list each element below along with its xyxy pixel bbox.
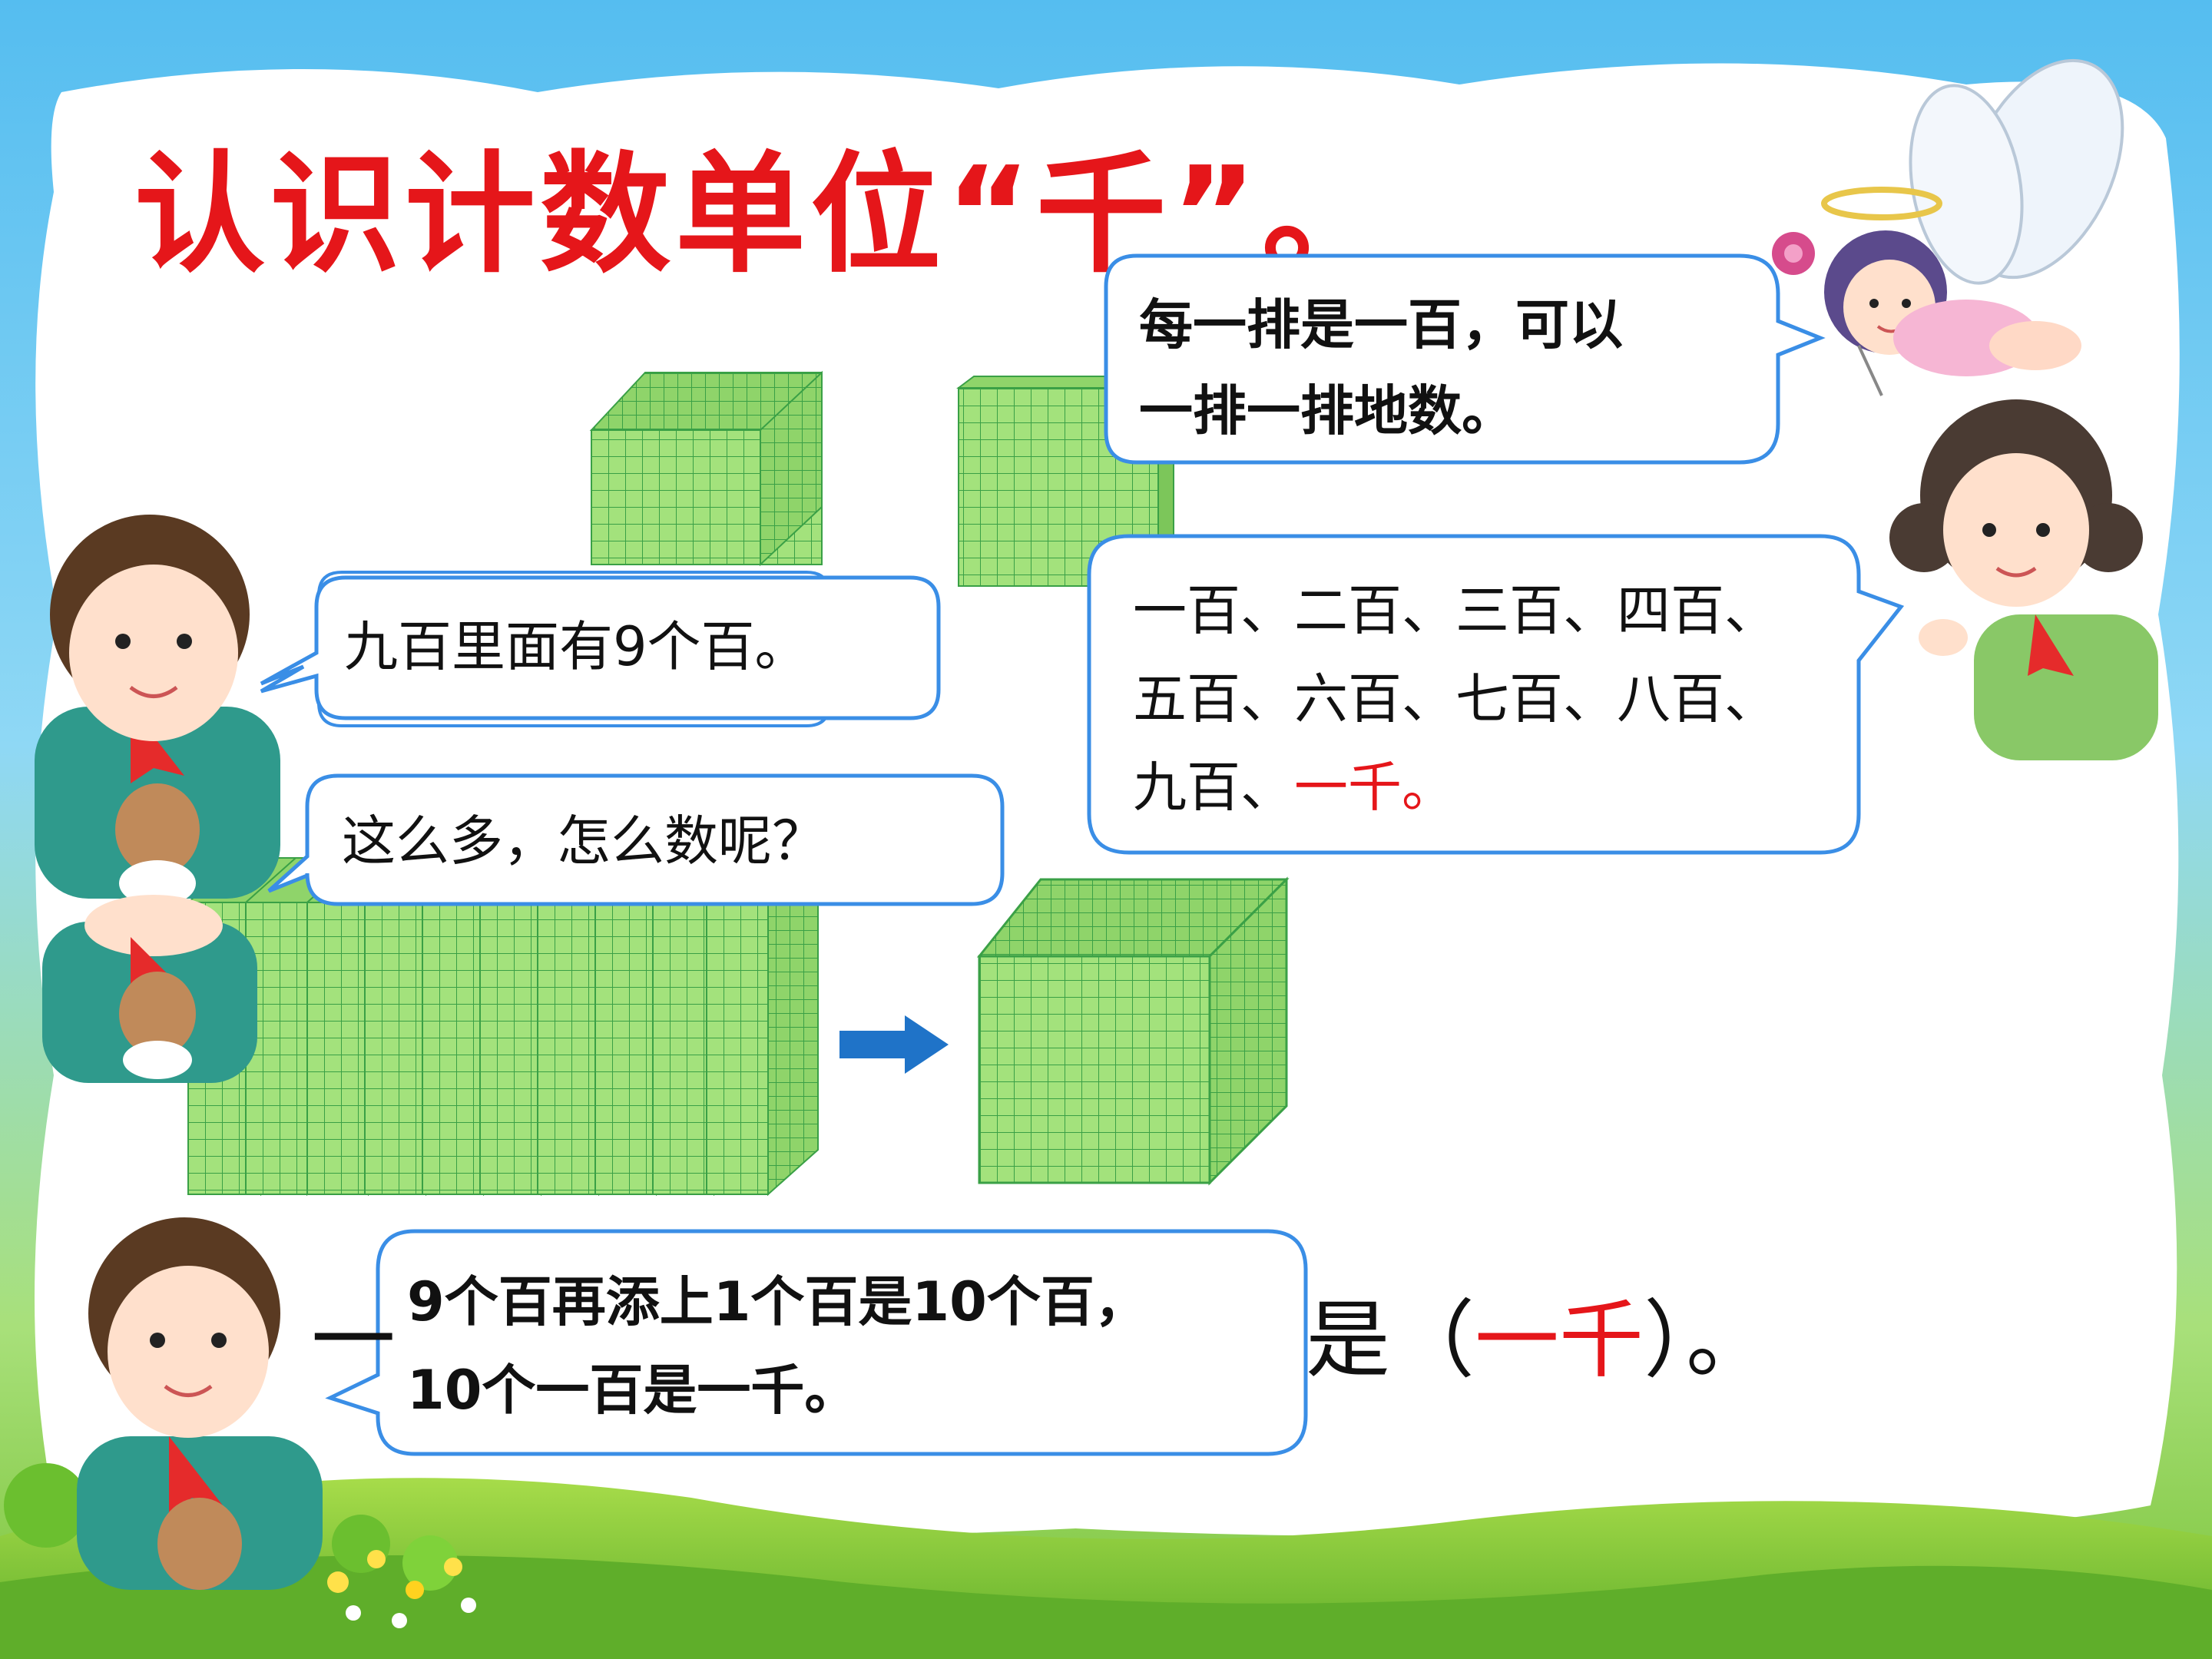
boy-middle-speech-bubble — [267, 773, 1005, 906]
fairy-character — [1772, 58, 2124, 396]
thousand-cube — [976, 876, 1290, 1186]
boy-character-top — [35, 515, 280, 906]
girl-bubble-line3: 九百、一千。 — [1133, 760, 1455, 814]
boy-bottom-bubble-line2: 10个一百是一千。 — [407, 1359, 859, 1422]
girl-bubble-line3-highlight: 一千。 — [1294, 756, 1455, 819]
boy-top-speech-bubble — [260, 571, 941, 727]
flowers-decoration — [327, 1550, 476, 1628]
boy-bottom-bubble-line1: 9个百再添上1个百是10个百， — [407, 1270, 1148, 1333]
nine-hundred-flats — [186, 856, 820, 1197]
girl-bubble-line3-prefix: 九百、 — [1133, 756, 1294, 819]
sentence-close: ）。 — [1644, 1291, 1770, 1389]
girl-bubble-line1: 一百、二百、三百、四百、 — [1133, 579, 1778, 642]
sentence-open: 是（ — [1306, 1291, 1475, 1389]
boy-top-bubble-text: 九百里面有9个百。 — [344, 615, 809, 678]
girl-bubble-line2: 五百、六百、七百、八百、 — [1133, 667, 1778, 730]
sentence-answer: 一千 — [1475, 1291, 1644, 1389]
girl-character — [1889, 399, 2158, 760]
fairy-bubble-line2: 一排一排地数。 — [1139, 379, 1515, 442]
boy-character-middle — [42, 895, 257, 1083]
boy-character-bottom — [77, 1217, 323, 1590]
hundred-cube-top — [589, 370, 823, 567]
boy-middle-bubble-text: 这么多，怎么数呢？ — [342, 810, 826, 873]
sentence-fill: 是（一千）。 — [1306, 1298, 1770, 1382]
fairy-speech-bubble — [1104, 253, 1826, 465]
fairy-bubble-line1: 每一排是一百，可以 — [1139, 293, 1623, 356]
right-arrow-icon — [839, 1015, 949, 1074]
boy-bottom-speech-bubble — [325, 1229, 1308, 1456]
girl-speech-bubble — [1087, 534, 1905, 855]
sentence-prefix: 一 — [311, 1291, 396, 1389]
